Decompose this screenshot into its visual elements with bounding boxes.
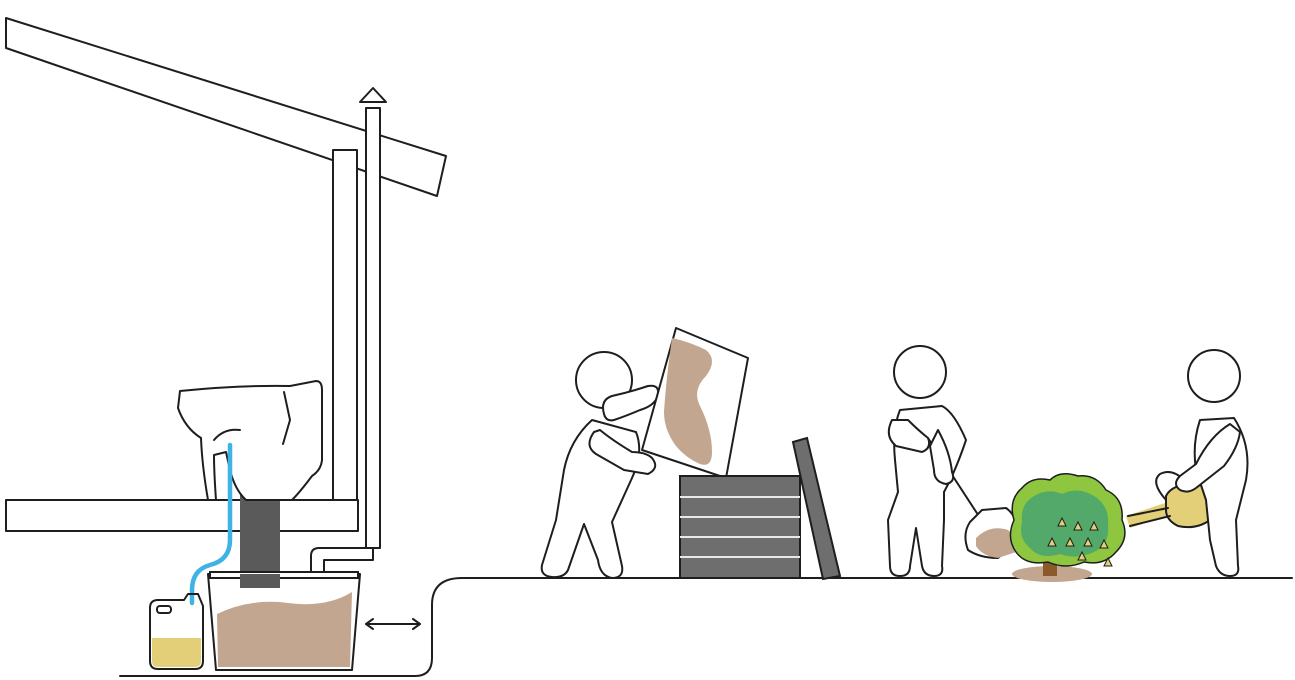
slide-arrow-icon	[366, 619, 420, 629]
emptied-bucket	[642, 328, 748, 478]
jerrycan-handle-icon	[157, 606, 171, 613]
urine-jerrycan	[150, 594, 203, 669]
house-post	[333, 150, 357, 505]
toilet-pedestal	[178, 381, 322, 500]
vent-cap-icon	[360, 88, 386, 102]
chute-end	[240, 574, 280, 588]
person-shoveling	[888, 346, 1020, 576]
floor-slab	[6, 500, 358, 531]
tree	[1010, 474, 1124, 582]
person-watering	[1176, 350, 1248, 576]
feces-container	[208, 572, 360, 670]
compost-bin	[680, 476, 800, 578]
person-emptying-bucket	[542, 352, 659, 578]
